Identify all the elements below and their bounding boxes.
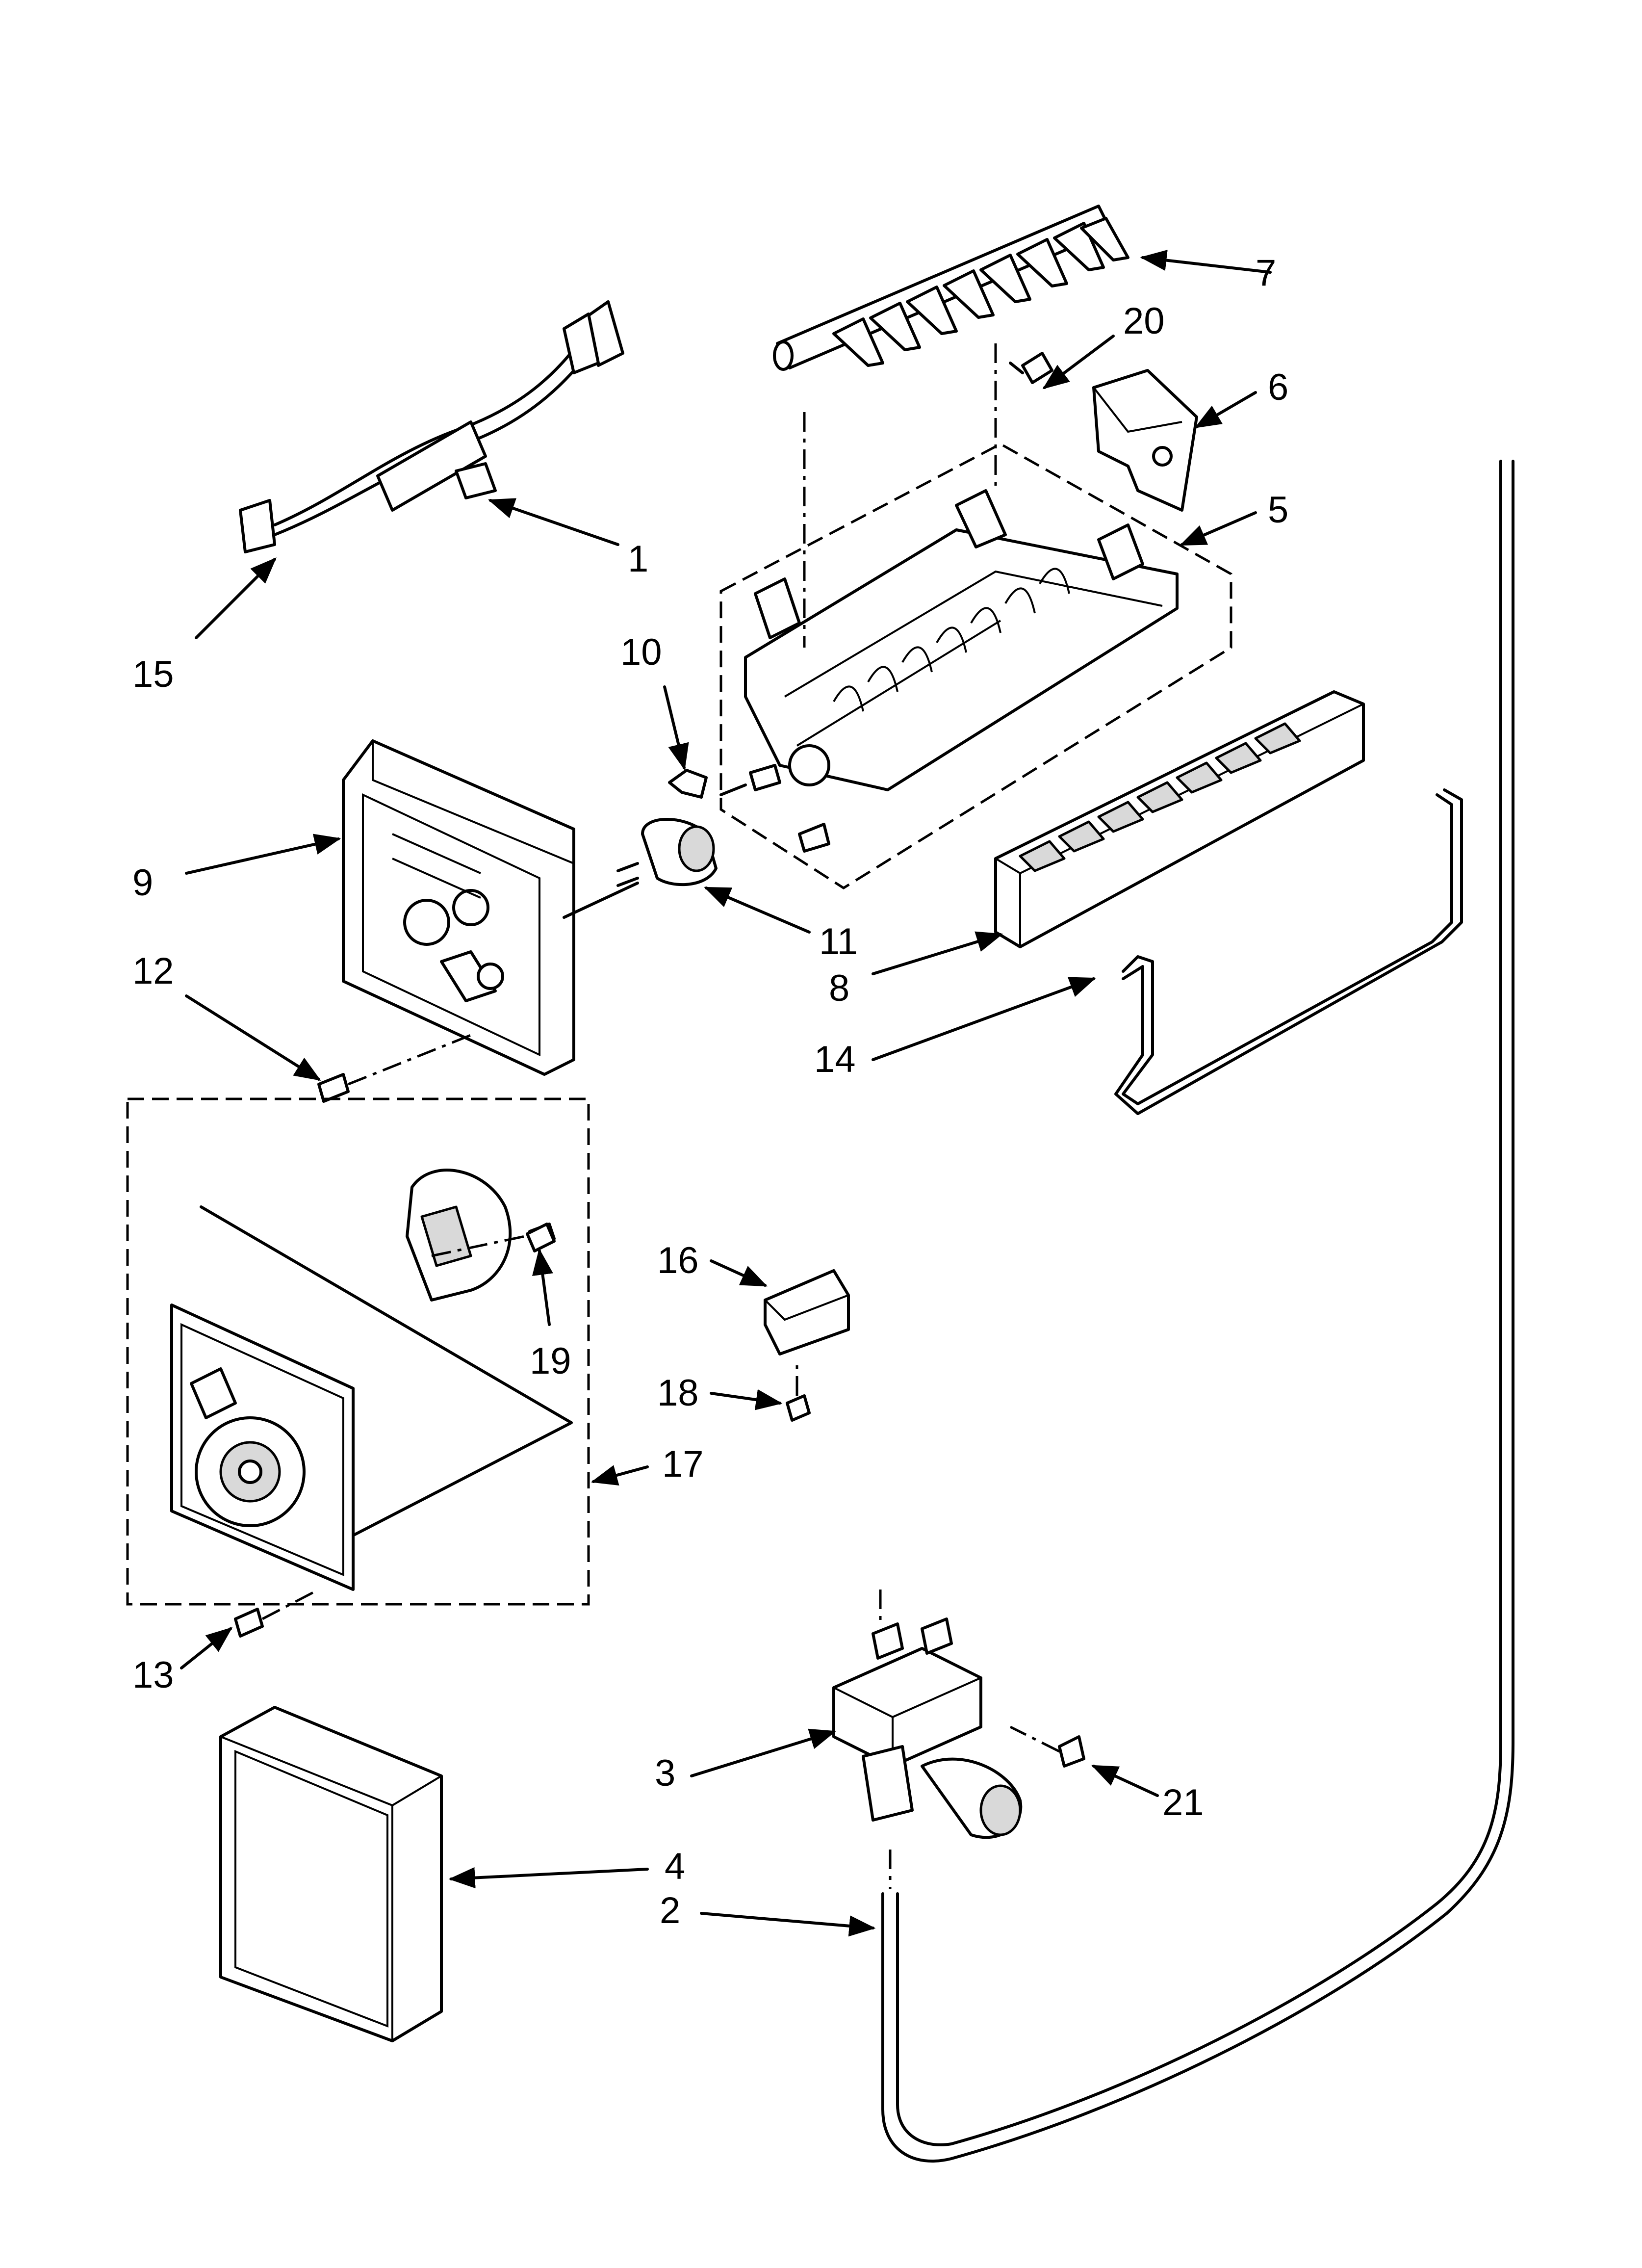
- screw-part-19: [526, 1223, 556, 1252]
- callout-8: 8: [829, 967, 849, 1009]
- screw-part-20: [1009, 352, 1053, 384]
- fill-tube-part-2: [881, 460, 1514, 2163]
- callout-9: 9: [132, 862, 153, 904]
- callout-10: 10: [620, 631, 662, 673]
- leader-arrows: [180, 250, 1272, 1937]
- stripper-part-8: [994, 690, 1365, 948]
- callout-4: 4: [665, 1846, 685, 1887]
- callout-6: 6: [1268, 366, 1288, 408]
- screw-part-12: [317, 1034, 471, 1103]
- connector-line-module: [563, 882, 639, 919]
- water-valve-part-3: [832, 1617, 1023, 1839]
- clip-part-10: [668, 769, 708, 799]
- callout-1: 1: [628, 538, 648, 580]
- ejector-shaft-part: [773, 205, 1129, 371]
- foam-block-part-4: [219, 1706, 443, 2042]
- screw-part-13: [234, 1588, 320, 1638]
- clip-part-1: [455, 462, 497, 499]
- callout-18: 18: [657, 1372, 699, 1414]
- bail-arm-part-14: [1114, 788, 1463, 1115]
- callout-20: 20: [1123, 300, 1165, 342]
- callout-14: 14: [814, 1039, 856, 1080]
- module-housing-part-9: [342, 739, 575, 1076]
- thermostat-part-11: [616, 783, 747, 887]
- motor-assembly-part-17: [126, 1097, 590, 1606]
- wiring-harness-part-15: [239, 300, 624, 553]
- callout-5: 5: [1268, 489, 1288, 531]
- callout-7: 7: [1256, 252, 1276, 294]
- callout-17: 17: [662, 1443, 704, 1485]
- bracket-part-6: [1092, 369, 1198, 512]
- callout-12: 12: [132, 950, 174, 992]
- callout-3: 3: [655, 1752, 675, 1794]
- ice-mold-part: [719, 443, 1232, 889]
- callout-15: 15: [132, 653, 174, 695]
- screw-part-18: [786, 1359, 811, 1422]
- callout-2: 2: [660, 1890, 680, 1931]
- callout-19: 19: [530, 1340, 571, 1382]
- screw-part-21: [1009, 1725, 1085, 1768]
- callout-13: 13: [132, 1654, 174, 1696]
- callout-11: 11: [819, 921, 858, 963]
- alignment-line-screw-19: [431, 1235, 525, 1257]
- callout-16: 16: [657, 1240, 699, 1281]
- bracket-part-16: [764, 1269, 850, 1356]
- callout-21: 21: [1162, 1782, 1204, 1824]
